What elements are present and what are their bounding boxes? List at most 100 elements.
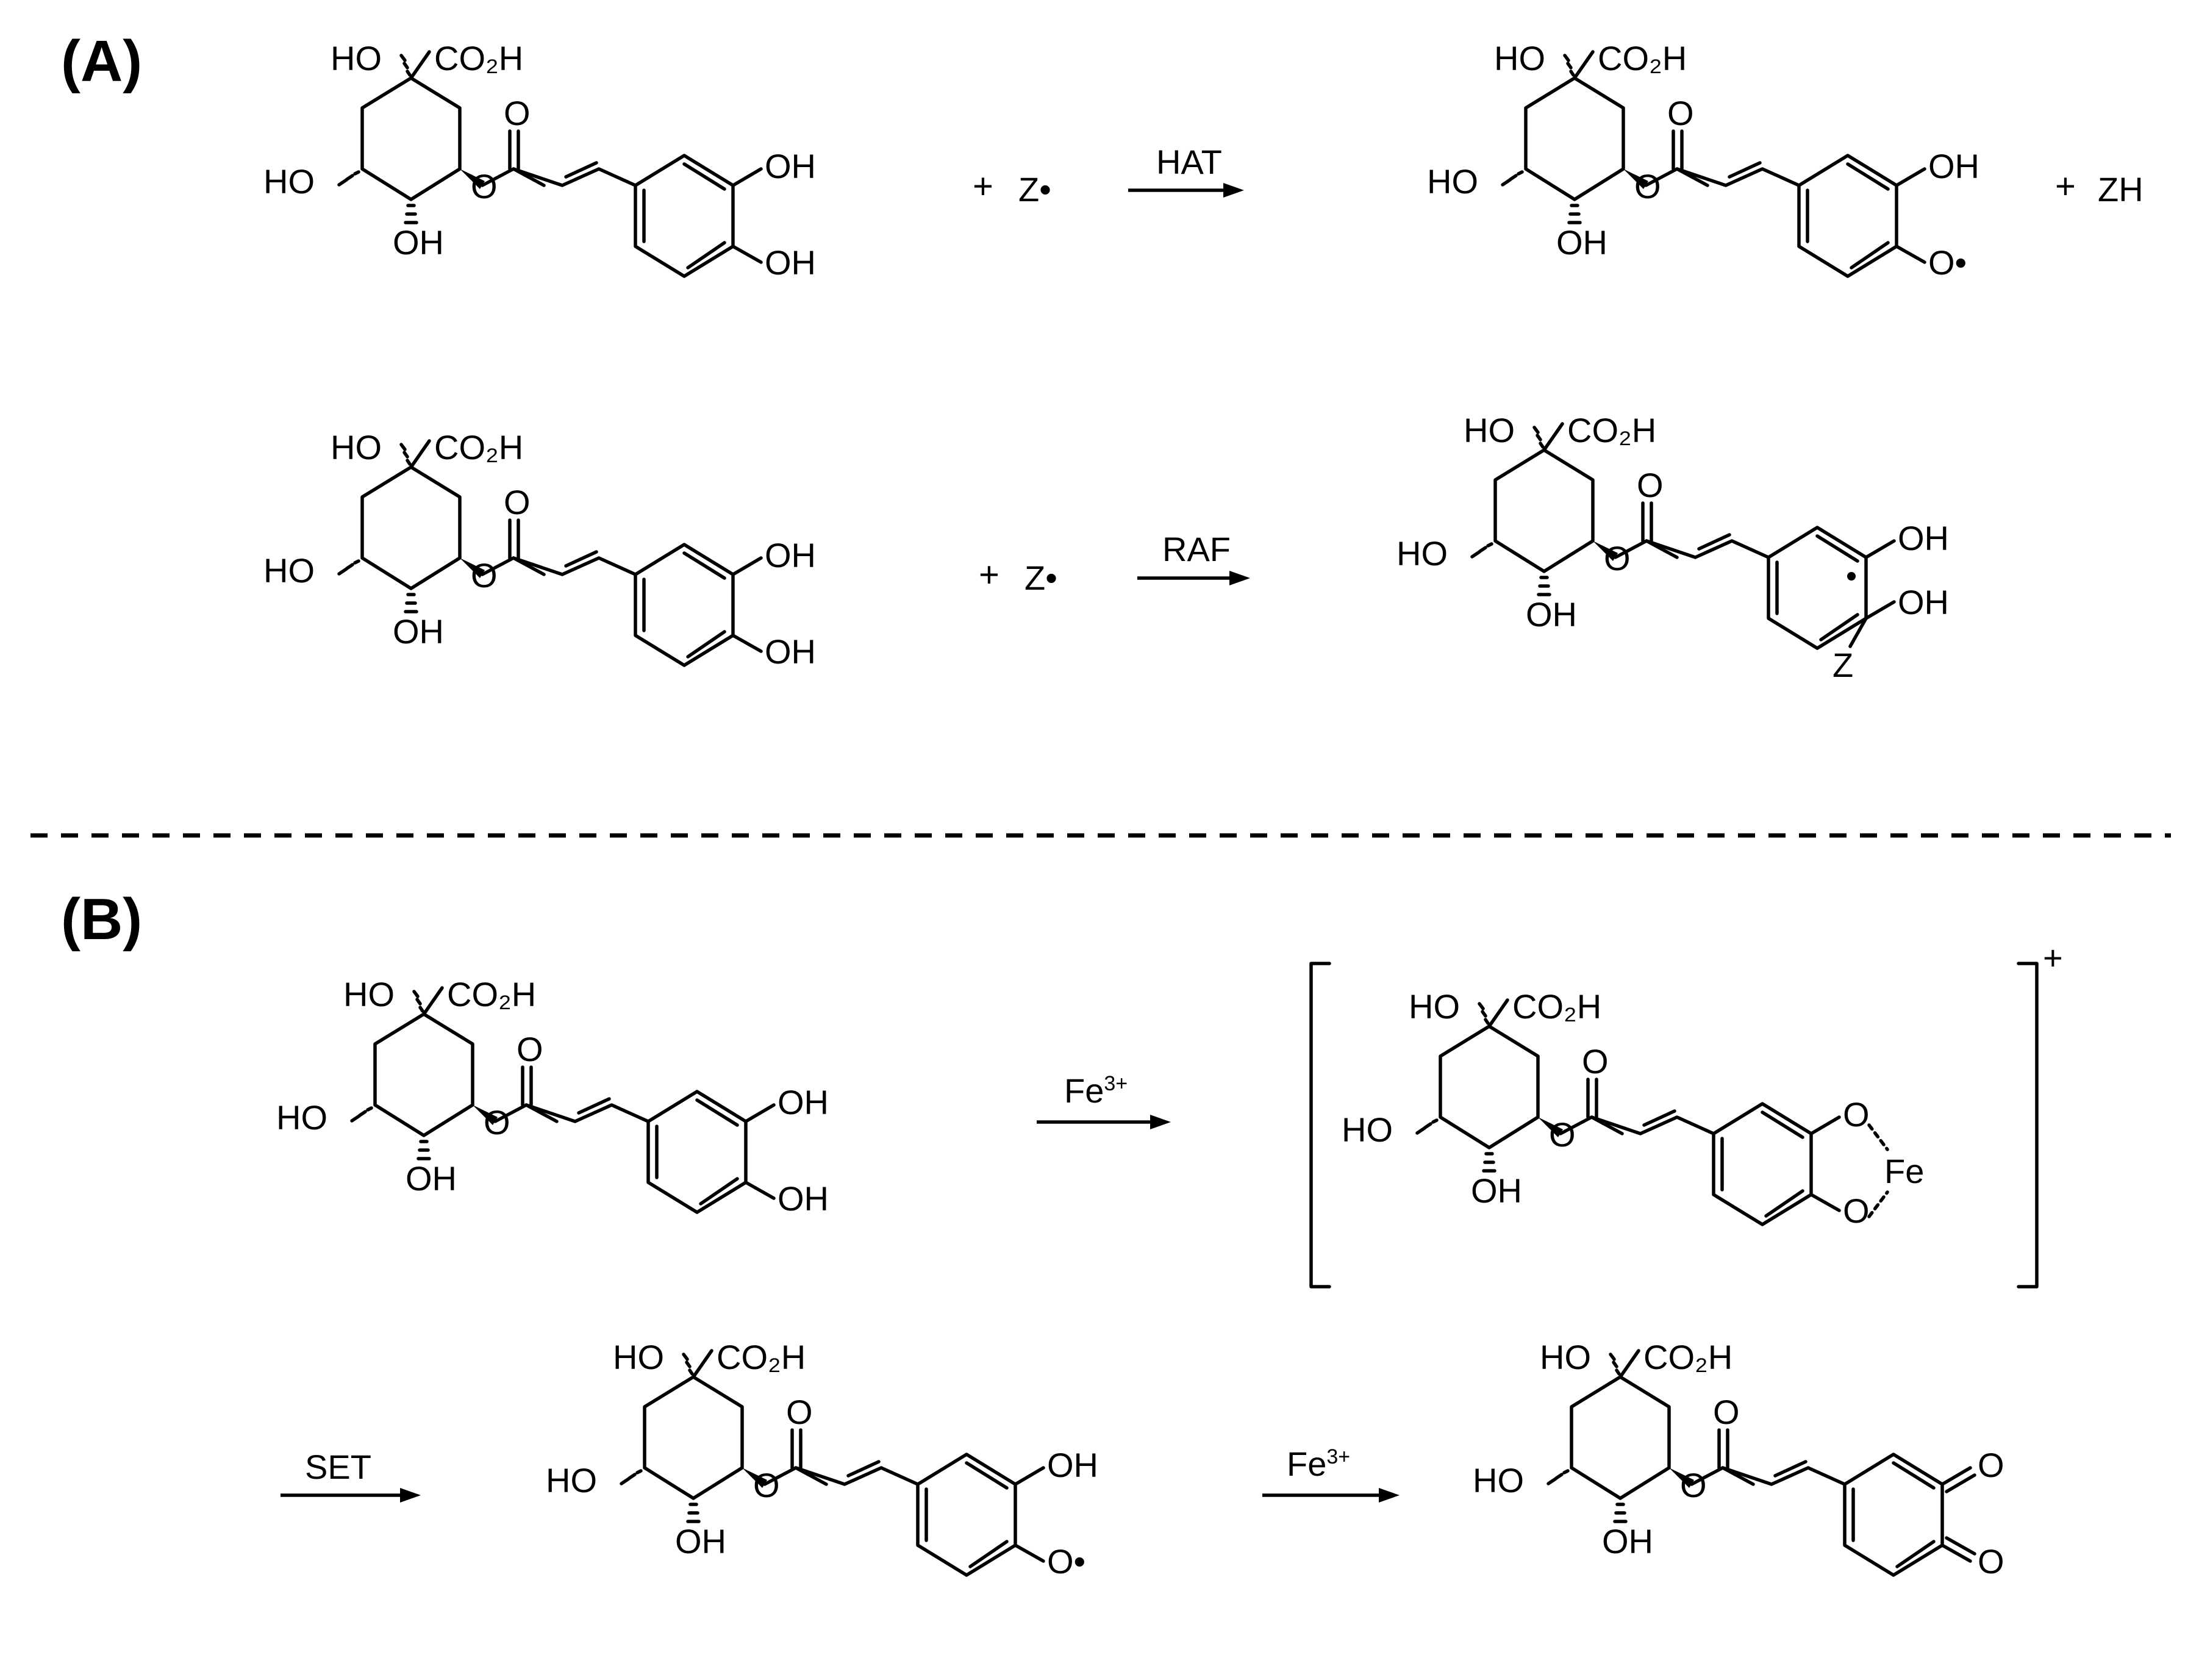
label-o: O xyxy=(1680,1466,1707,1504)
arrow-set: SET xyxy=(281,1448,421,1503)
iron-catecholate-complex: + HO CO₂H HO OH O O O O Fe xyxy=(1309,938,2063,1289)
label-co2h: CO₂H xyxy=(1643,1338,1732,1376)
label-oh: OH xyxy=(393,223,444,262)
label-ho: HO xyxy=(1396,534,1448,573)
label-ho: HO xyxy=(276,1098,327,1137)
label-co2h: CO₂H xyxy=(1598,39,1687,77)
label-o: O xyxy=(1843,1192,1870,1230)
label-ho: HO xyxy=(1494,39,1545,77)
label-oh: OH xyxy=(675,1522,726,1560)
plus-sign: + xyxy=(973,166,993,206)
label-co2h: CO₂H xyxy=(447,975,536,1013)
panel-b-label: (B) xyxy=(61,887,142,952)
label-ho: HO xyxy=(546,1461,597,1499)
label-ho: HO xyxy=(331,428,382,466)
label-oh: OH xyxy=(1898,519,1949,557)
label-ho: HO xyxy=(1540,1338,1591,1376)
reagent-set: SET xyxy=(305,1448,371,1486)
label-o: O xyxy=(471,556,498,595)
reagent-hat: HAT xyxy=(1156,143,1222,181)
label-fe: Fe xyxy=(1884,1152,1924,1190)
reagent-fe: Fe xyxy=(1064,1071,1104,1110)
label-oh: OH xyxy=(765,536,816,574)
ortho-quinone-product: HO CO₂H HO OH O O O O xyxy=(1473,1338,2004,1581)
label-oxyradical: O• xyxy=(1928,243,1967,282)
svg-text:Fe3+: Fe3+ xyxy=(1064,1071,1128,1110)
label-o: O xyxy=(504,483,531,521)
svg-text:Fe3+: Fe3+ xyxy=(1287,1445,1350,1483)
chlorogenic-acid-b1: HO CO₂H HO OH O O OH OH xyxy=(276,975,829,1218)
radical-z: Z• xyxy=(1018,170,1051,209)
label-oh: OH xyxy=(1928,147,1979,185)
label-ho: HO xyxy=(1427,162,1478,201)
label-o: O xyxy=(1978,1542,2004,1581)
label-o: O xyxy=(1582,1042,1609,1081)
reagent-raf: RAF xyxy=(1162,530,1231,568)
plus-sign: + xyxy=(979,555,999,595)
arrow-fe-complexation: Fe3+ xyxy=(1037,1071,1171,1129)
label-oh: OH xyxy=(778,1083,829,1121)
label-co2h: CO₂H xyxy=(434,428,523,466)
label-oh: OH xyxy=(765,632,816,671)
label-oh: OH xyxy=(1471,1171,1522,1210)
label-oh: OH xyxy=(1602,1522,1653,1560)
phenoxyl-radical-product: HO CO₂H HO OH O O OH O• xyxy=(1427,39,1979,282)
label-o: O xyxy=(1637,466,1664,504)
left-bracket xyxy=(1309,962,1331,1289)
label-co2h: CO₂H xyxy=(1567,411,1656,449)
chlorogenic-acid-a3: HO CO₂H HO OH O O OH OH xyxy=(263,428,816,671)
label-oh: OH xyxy=(765,243,816,282)
label-ho: HO xyxy=(263,551,315,590)
panel-a-label: (A) xyxy=(61,29,142,94)
plus-sign: + xyxy=(2055,166,2076,206)
chlorogenic-acid-a1: HO CO₂H HO OH O O OH OH xyxy=(263,39,816,282)
label-o: O xyxy=(1713,1393,1740,1431)
label-ho: HO xyxy=(343,975,395,1013)
label-o: O xyxy=(1843,1095,1870,1134)
label-oh: OH xyxy=(778,1179,829,1218)
label-ho: HO xyxy=(263,162,315,201)
label-oh: OH xyxy=(393,612,444,651)
label-o: O xyxy=(786,1393,813,1431)
label-o: O xyxy=(504,94,531,132)
reagent-fe: Fe xyxy=(1287,1445,1326,1483)
arrow-fe-oxidation: Fe3+ xyxy=(1262,1445,1400,1503)
label-o: O xyxy=(1634,167,1661,206)
label-zh: ZH xyxy=(2098,170,2144,209)
phenoxyl-radical-b3: HO CO₂H HO OH O O OH O• xyxy=(546,1338,1098,1581)
label-oh: OH xyxy=(406,1159,457,1198)
label-ho: HO xyxy=(331,39,382,77)
label-oh: OH xyxy=(1047,1446,1098,1484)
label-o: O xyxy=(1604,539,1631,577)
label-co2h: CO₂H xyxy=(434,39,523,77)
label-o: O xyxy=(753,1466,780,1504)
arrow-hat: HAT xyxy=(1128,143,1244,198)
label-z: Z xyxy=(1832,646,1853,684)
label-o: O xyxy=(471,167,498,206)
label-o: O xyxy=(1667,94,1694,132)
radical-z: Z• xyxy=(1024,559,1057,597)
label-co2h: CO₂H xyxy=(717,1338,806,1376)
label-o: O xyxy=(517,1030,543,1068)
complex-charge: + xyxy=(2043,938,2063,977)
arrow-raf: RAF xyxy=(1137,530,1250,585)
label-o: O xyxy=(484,1103,510,1142)
right-bracket xyxy=(2017,962,2039,1289)
label-oh: OH xyxy=(1556,223,1607,262)
label-co2h: CO₂H xyxy=(1512,987,1601,1026)
label-ho: HO xyxy=(613,1338,664,1376)
label-o: O xyxy=(1978,1446,2004,1484)
label-oh: OH xyxy=(765,147,816,185)
label-oxyradical: O• xyxy=(1047,1542,1085,1581)
label-oh: OH xyxy=(1898,583,1949,621)
label-ho: HO xyxy=(1464,411,1515,449)
reagent-fe-charge: 3+ xyxy=(1326,1445,1350,1468)
label-o: O xyxy=(1549,1115,1576,1154)
label-ho: HO xyxy=(1342,1110,1393,1149)
label-ho: HO xyxy=(1473,1461,1524,1499)
label-oh: OH xyxy=(1526,595,1577,634)
radical-adduct-product: HO CO₂H HO OH O O OH OH Z xyxy=(1396,411,1949,684)
reagent-fe-charge: 3+ xyxy=(1104,1072,1128,1095)
label-ho: HO xyxy=(1409,987,1460,1026)
